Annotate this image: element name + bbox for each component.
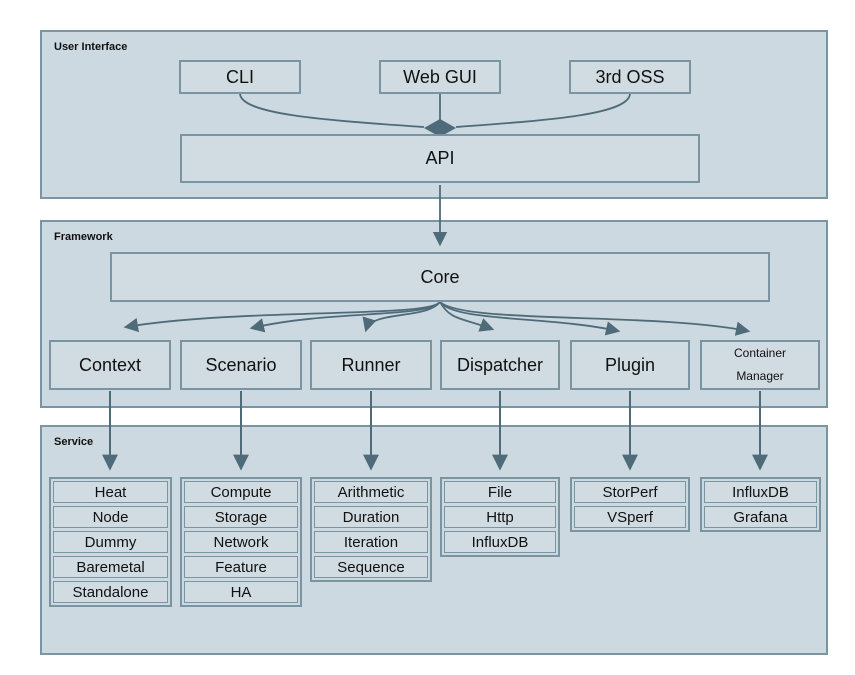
module-plugin: Plugin [570, 340, 690, 390]
service-item: Feature [184, 556, 298, 578]
service-item: Iteration [314, 531, 428, 553]
service-item: Duration [314, 506, 428, 528]
section-label: User Interface [54, 41, 128, 53]
service-column-scenario: Compute Storage Network Feature HA [180, 477, 302, 607]
box-3rd-oss: 3rd OSS [569, 60, 691, 94]
module-runner: Runner [310, 340, 432, 390]
service-item: Dummy [53, 531, 168, 553]
service-item: Network [184, 531, 298, 553]
service-item: Baremetal [53, 556, 168, 578]
service-item: Grafana [704, 506, 817, 528]
service-item: Node [53, 506, 168, 528]
service-column-plugin: StorPerf VSperf [570, 477, 690, 532]
box-core: Core [110, 252, 770, 302]
service-item: StorPerf [574, 481, 686, 503]
service-item: VSperf [574, 506, 686, 528]
service-item: InfluxDB [704, 481, 817, 503]
service-column-context: Heat Node Dummy Baremetal Standalone [49, 477, 172, 607]
module-scenario: Scenario [180, 340, 302, 390]
module-context: Context [49, 340, 171, 390]
box-cli: CLI [179, 60, 301, 94]
service-item: HA [184, 581, 298, 603]
service-item: InfluxDB [444, 531, 556, 553]
service-column-runner: Arithmetic Duration Iteration Sequence [310, 477, 432, 582]
box-web-gui: Web GUI [379, 60, 501, 94]
service-item: Storage [184, 506, 298, 528]
service-item: Http [444, 506, 556, 528]
service-item: Sequence [314, 556, 428, 578]
module-container-manager: Container Manager [700, 340, 820, 390]
service-item: Arithmetic [314, 481, 428, 503]
service-item: File [444, 481, 556, 503]
service-column-dispatcher: File Http InfluxDB [440, 477, 560, 557]
service-item: Standalone [53, 581, 168, 603]
service-column-container-manager: InfluxDB Grafana [700, 477, 821, 532]
module-dispatcher: Dispatcher [440, 340, 560, 390]
section-label: Service [54, 436, 94, 448]
section-label: Framework [54, 231, 113, 243]
box-api: API [180, 134, 700, 183]
service-item: Compute [184, 481, 298, 503]
service-item: Heat [53, 481, 168, 503]
